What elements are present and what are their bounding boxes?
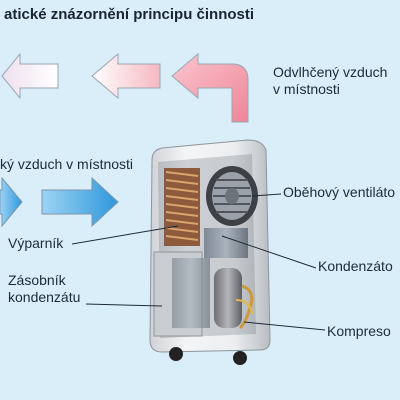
compressor-label: Kompreso bbox=[327, 323, 391, 339]
tank-label: Zásobník kondenzátu bbox=[8, 272, 80, 306]
inflow-arrow-right bbox=[41, 176, 119, 228]
compressor bbox=[214, 268, 254, 330]
leader-fan bbox=[251, 193, 282, 197]
fan-label: Oběhový ventiláto bbox=[283, 184, 396, 200]
leader-evaporator bbox=[71, 225, 179, 245]
outflow-arrow-curved bbox=[171, 52, 249, 123]
inflow-arrow-left bbox=[0, 176, 23, 228]
diagram-title: atické znázornění principu činnosti bbox=[4, 6, 255, 23]
leader-compressor bbox=[243, 321, 326, 331]
tank-label-line-2: kondenzátu bbox=[8, 289, 81, 305]
inflow-air-label: ký vzduch v místnosti bbox=[0, 156, 134, 172]
condenser-block bbox=[204, 228, 248, 258]
outflow-air-label-line-1: Odvlhčený vzduch bbox=[273, 64, 388, 80]
tank-label-line-1: Zásobník bbox=[8, 272, 66, 288]
outflow-air-label-line-2: v místnosti bbox=[273, 81, 340, 97]
condenser-label: Kondenzáto bbox=[318, 258, 393, 274]
dehumidifier-unit bbox=[149, 139, 271, 365]
leader-tank bbox=[85, 303, 163, 307]
evaporator-coil bbox=[164, 168, 200, 246]
circulation-fan bbox=[206, 166, 258, 226]
wheel-right bbox=[233, 351, 247, 365]
evaporator-label: Výparník bbox=[8, 235, 64, 251]
outflow-arrow-middle bbox=[91, 52, 161, 100]
leader-condenser bbox=[221, 235, 317, 269]
outflow-air-label: Odvlhčený vzduch v místnosti bbox=[273, 64, 387, 98]
outflow-arrow-left bbox=[1, 52, 59, 100]
wheel-left bbox=[169, 347, 183, 361]
